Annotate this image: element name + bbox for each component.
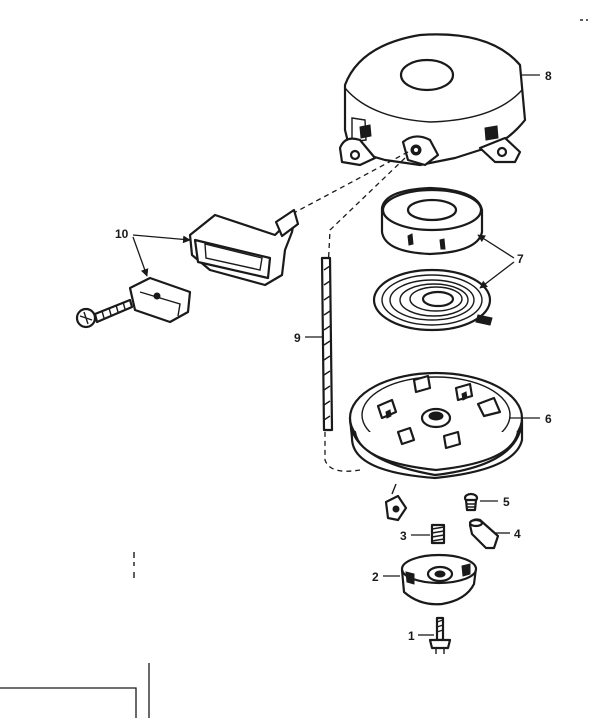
part-3-spring: 3	[400, 523, 446, 545]
callout-6: 6	[545, 412, 552, 426]
part-5-screw: 5	[463, 492, 510, 512]
callout-2: 2	[372, 570, 379, 584]
callout-7-leaders: 7	[477, 234, 524, 289]
callout-3: 3	[400, 529, 407, 543]
callout-7: 7	[517, 252, 524, 266]
part-7-recoil-spring	[372, 268, 493, 332]
scan-marks	[0, 552, 150, 718]
callout-5: 5	[503, 495, 510, 509]
part-8-starter-housing: 8	[338, 33, 552, 167]
part-1-center-screw: 1	[408, 616, 452, 654]
part-7-spring-cover	[380, 186, 484, 256]
part-9-starter-rope: 9	[294, 256, 334, 432]
part-10-handle-insert	[128, 276, 192, 324]
part-6-pulley: 6	[348, 371, 552, 480]
part-2-retainer-cup: 2	[372, 553, 478, 606]
callout-1: 1	[408, 629, 415, 643]
callout-8: 8	[545, 69, 552, 83]
part-10-starter-handle	[188, 208, 300, 287]
callout-4: 4	[514, 527, 521, 541]
part-4-pawl: 4	[468, 518, 521, 550]
handle-screw	[75, 298, 134, 329]
pawl	[384, 483, 408, 522]
callout-10-leaders: 10	[115, 227, 191, 277]
callout-10: 10	[115, 227, 129, 241]
callout-9: 9	[294, 331, 301, 345]
